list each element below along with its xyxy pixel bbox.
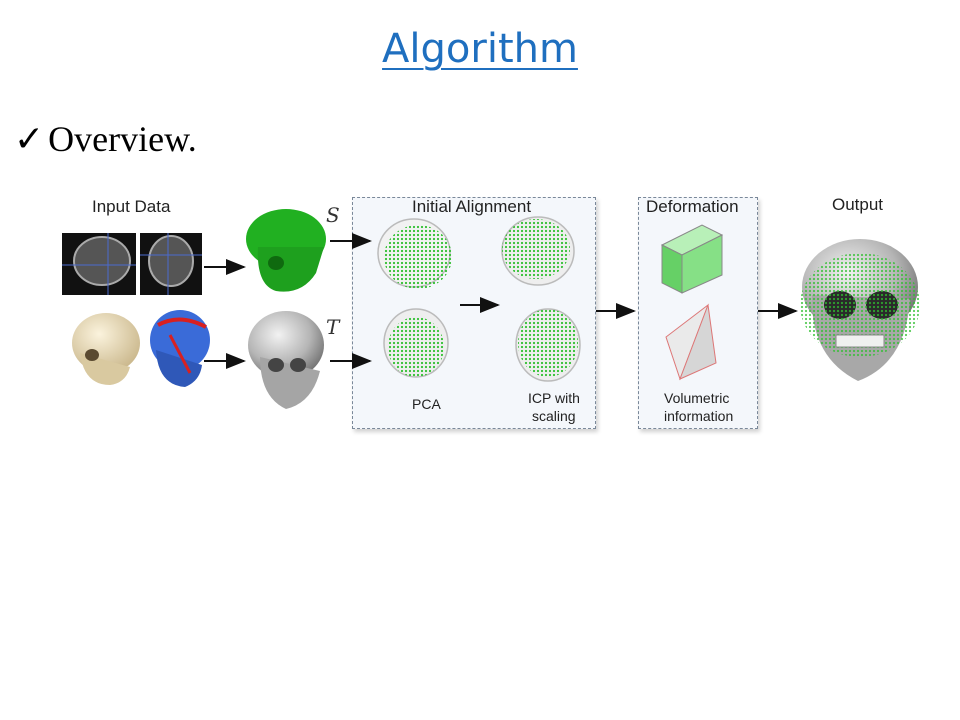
output-label: Output <box>832 195 884 214</box>
icp-label-line1: ICP with <box>528 390 580 406</box>
pca-target-skull <box>383 308 449 378</box>
target-skull-gray <box>248 311 324 409</box>
input-data-label: Input Data <box>92 197 171 216</box>
pca-label: PCA <box>412 396 441 412</box>
diagram-graphics <box>62 209 920 409</box>
ct-scan-image-left <box>62 233 136 295</box>
colored-skull-model <box>150 310 210 387</box>
initial-alignment-label: Initial Alignment <box>412 197 532 216</box>
tetrahedron-icon <box>665 303 717 381</box>
slide-title: Algorithm <box>382 26 578 72</box>
output-skull <box>800 239 920 381</box>
bullet-text: Overview. <box>48 119 197 159</box>
icp-label-line2: scaling <box>532 408 576 424</box>
checkmark-icon: ✓ <box>14 119 45 159</box>
source-skull-green <box>246 209 326 292</box>
pipeline-diagram: Input Data S T Initial Alignment PCA ICP… <box>40 185 940 445</box>
volumetric-label-line1: Volumetric <box>664 390 730 406</box>
ct-scan-image-right <box>140 233 202 295</box>
target-symbol: T <box>326 315 340 339</box>
bullet-overview: ✓Overview. <box>14 118 197 160</box>
pca-source-skull <box>377 218 452 289</box>
real-skull-photo <box>72 313 140 385</box>
deformation-label: Deformation <box>646 197 739 216</box>
icp-source-skull <box>501 216 575 286</box>
arrows <box>204 233 798 369</box>
icp-target-skull <box>515 308 581 382</box>
green-cube-icon <box>660 224 724 294</box>
source-symbol: S <box>326 203 340 227</box>
volumetric-label-line2: information <box>664 408 734 424</box>
